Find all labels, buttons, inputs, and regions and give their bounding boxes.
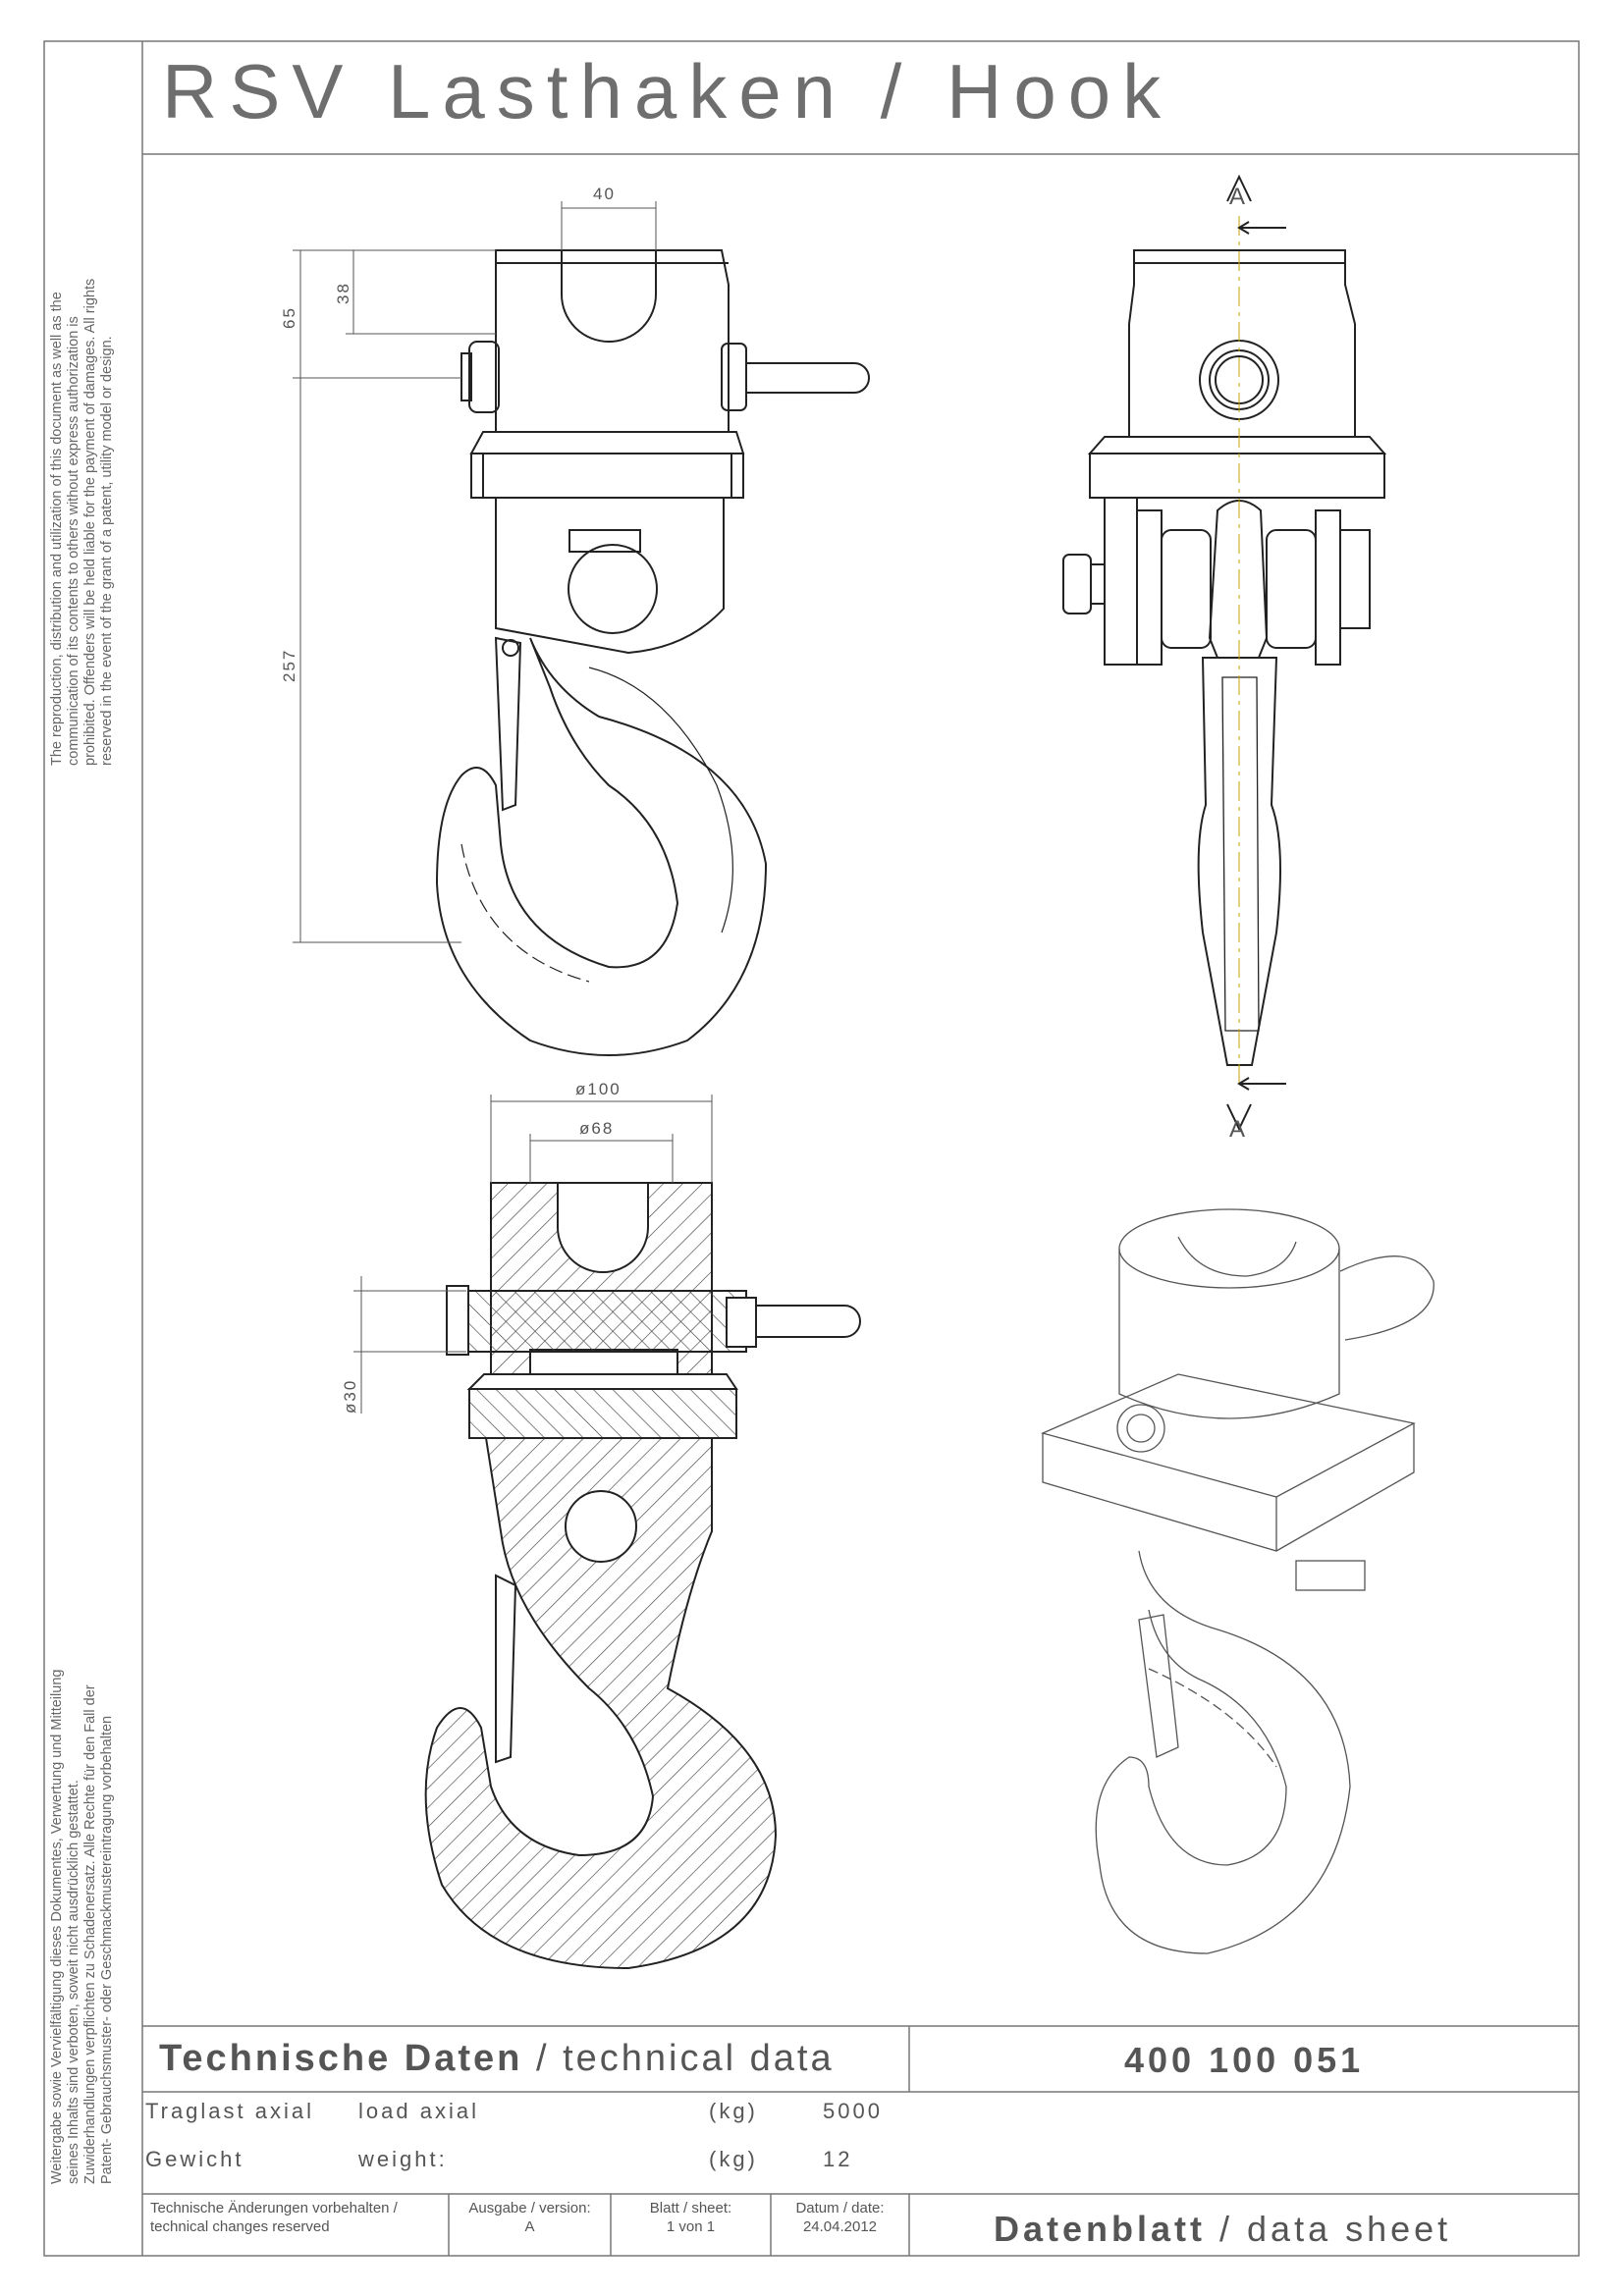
row-load-unit: (kg) [709, 2099, 758, 2123]
tech-data-heading-de: Technische Daten [159, 2038, 523, 2079]
version-label: Ausgabe / version: [468, 2200, 591, 2216]
doc-type-sep: / [1206, 2209, 1248, 2249]
doc-type: Datenblatt / data sheet [994, 2209, 1451, 2250]
front-view-dimensions [293, 201, 657, 943]
row-load-label-en: load axial [358, 2099, 479, 2123]
row-weight-unit: (kg) [709, 2147, 758, 2171]
isometric-view [1041, 1208, 1434, 1954]
row-weight-label-de: Gewicht [145, 2147, 244, 2171]
changes-note-en: technical changes reserved [150, 2218, 330, 2235]
date-label: Datum / date: [795, 2200, 885, 2216]
sheet-frame [43, 40, 1580, 2257]
side-view [1062, 216, 1387, 1090]
tech-data-heading: Technische Daten / technical data [159, 2038, 835, 2080]
date-value: 24.04.2012 [802, 2218, 878, 2235]
dim-pin-diameter: ø30 [341, 1379, 359, 1414]
section-view-dimensions [353, 1095, 713, 1414]
drawing-title: RSV Lasthaken / Hook [162, 48, 1173, 134]
changes-note: Technische Änderungen vorbehalten / tech… [150, 2199, 398, 2236]
dim-top-to-pin: 65 [280, 306, 298, 329]
dim-inner-diameter: ø68 [579, 1119, 614, 1138]
date-cell: Datum / date: 24.04.2012 [771, 2199, 909, 2236]
legal-notice-german: Weitergabe sowie Vervielfältigung dieses… [49, 1669, 115, 2184]
row-weight-label-en: weight: [358, 2147, 448, 2171]
section-markers [1226, 174, 1286, 1132]
doc-type-de: Datenblatt [994, 2209, 1207, 2249]
row-load-label-de: Traglast axial [145, 2099, 315, 2123]
dim-outer-diameter: ø100 [575, 1080, 622, 1098]
dim-slot-width: 40 [593, 185, 616, 203]
section-label-top: A [1229, 184, 1247, 210]
part-number: 400 100 051 [1124, 2040, 1365, 2080]
section-label-bottom: A [1229, 1116, 1247, 1143]
legal-notice-english: The reproduction, distribution and utili… [49, 278, 115, 766]
dim-pin-to-hook: 257 [280, 649, 298, 682]
dim-slot-depth: 38 [334, 282, 352, 304]
sheet-value: 1 von 1 [666, 2218, 716, 2235]
row-load-value: 5000 [823, 2099, 883, 2123]
sheet-label: Blatt / sheet: [649, 2200, 732, 2216]
front-view [435, 249, 870, 1056]
doc-type-en: data sheet [1247, 2209, 1452, 2249]
sheet-cell: Blatt / sheet: 1 von 1 [611, 2199, 771, 2236]
tech-data-heading-en: technical data [563, 2038, 835, 2079]
changes-note-de: Technische Änderungen vorbehalten / [150, 2200, 398, 2216]
version-cell: Ausgabe / version: A [449, 2199, 611, 2236]
version-value: A [524, 2218, 535, 2235]
row-weight-value: 12 [823, 2147, 853, 2171]
tech-data-heading-sep: / [522, 2038, 564, 2079]
section-view [424, 1182, 861, 1970]
